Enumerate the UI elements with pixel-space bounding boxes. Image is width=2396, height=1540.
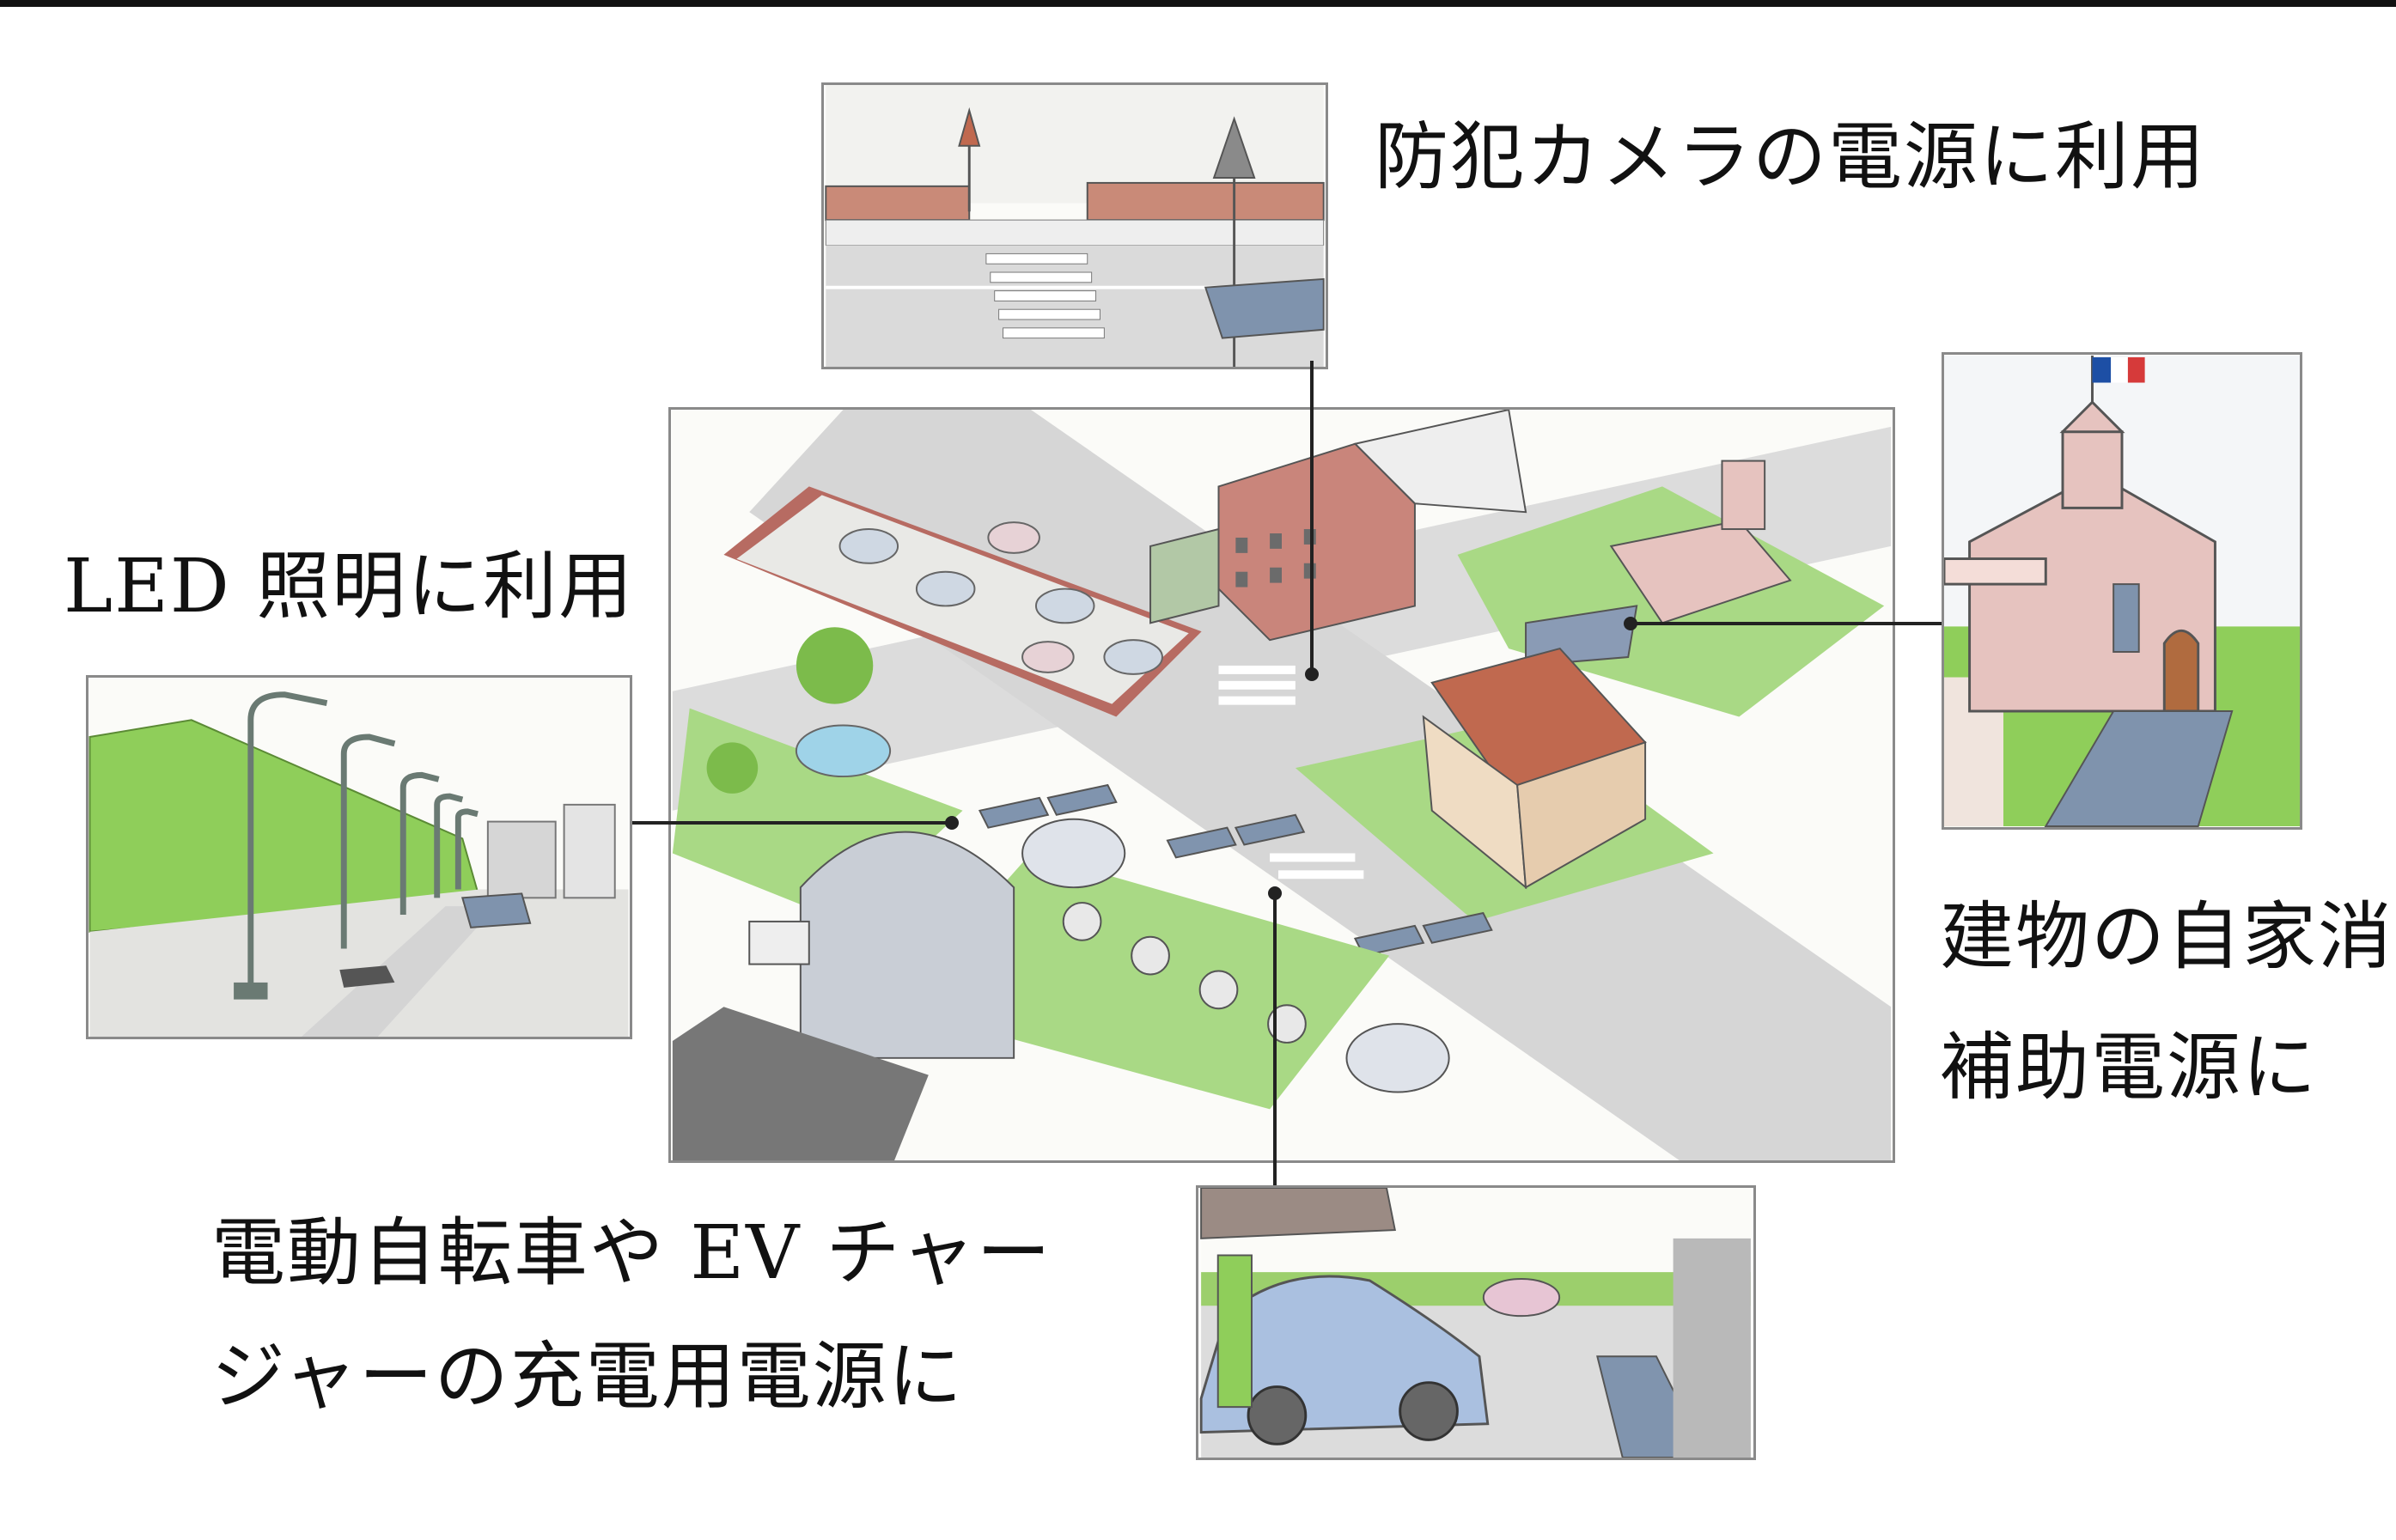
led-streetlight-icon (88, 678, 629, 1037)
led-connector-line (632, 821, 952, 825)
camera-panel-illustration (821, 82, 1328, 369)
building-label-line1: 建物の自家消 (1940, 894, 2393, 980)
building-connector-dot (1624, 617, 1637, 630)
town-isometric-icon (672, 410, 1892, 1160)
camera-connector-line (1310, 361, 1314, 674)
led-panel-illustration (86, 675, 632, 1039)
ev-panel-illustration (1196, 1185, 1756, 1460)
ev-connector-dot (1268, 886, 1282, 900)
ev-car-charging-icon (1199, 1188, 1751, 1458)
central-town-illustration (668, 407, 1895, 1163)
church-building-icon (1944, 355, 2300, 827)
camera-connector-dot (1305, 667, 1319, 681)
ev-connector-line (1273, 893, 1277, 1185)
top-border (0, 0, 2396, 7)
led-label: LED 照明に利用 (64, 544, 635, 630)
building-label-line2: 補助電源に (1940, 1025, 2318, 1111)
ev-label-line1: 電動自転車や EV チャー (211, 1210, 1052, 1296)
led-connector-dot (945, 816, 959, 830)
street-crosswalk-icon (825, 85, 1325, 367)
building-panel-illustration (1942, 352, 2302, 830)
ev-label-line2: ジャーの充電用電源に (211, 1334, 964, 1420)
building-connector-line (1631, 622, 1942, 625)
camera-label: 防犯カメラの電源に利用 (1375, 114, 2206, 200)
